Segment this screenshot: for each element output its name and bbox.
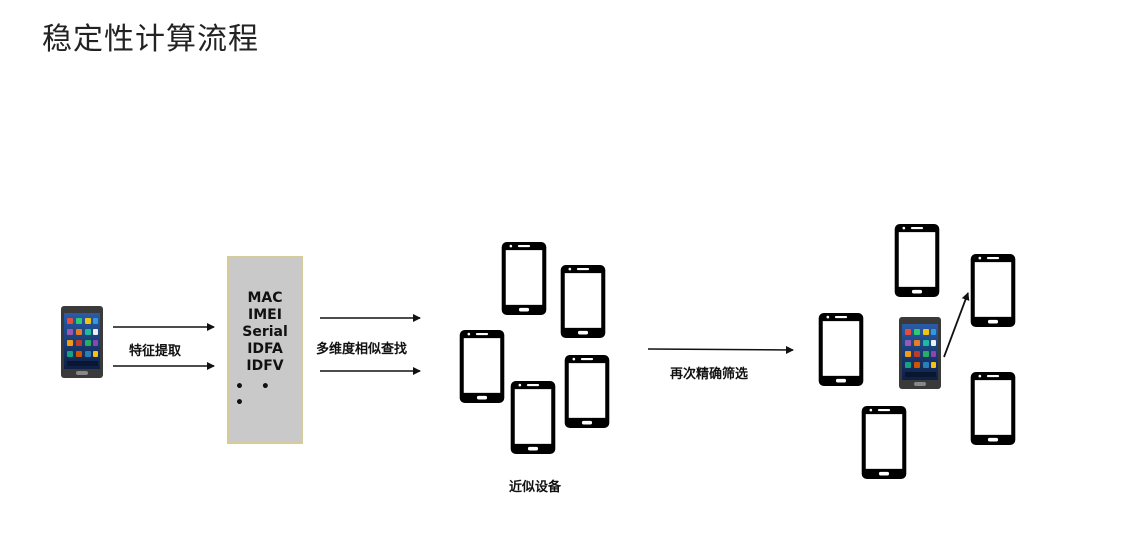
phone-icon: [510, 381, 556, 454]
phone-icon: [459, 330, 505, 403]
feature-extract-label: 特征提取: [129, 344, 182, 359]
source-device-icon: [61, 306, 103, 378]
feature-item: MAC: [247, 289, 283, 306]
page-title: 稳定性计算流程: [42, 22, 259, 57]
phone-icon: [501, 242, 547, 315]
phone-icon: [861, 406, 907, 479]
phone-icon: [894, 224, 940, 297]
phone-icon: [970, 372, 1016, 445]
feature-item: IDFA: [247, 340, 283, 357]
phone-icon: [970, 254, 1016, 327]
matched-device-icon: [899, 317, 941, 389]
phone-icon: [564, 355, 610, 428]
feature-item: IDFV: [246, 357, 284, 374]
feature-box: MAC IMEI Serial IDFA IDFV • • •: [227, 256, 303, 444]
phone-icon: [818, 313, 864, 386]
feature-item: Serial: [242, 323, 288, 340]
feature-ellipsis: • • •: [235, 378, 276, 411]
feature-item: IMEI: [248, 306, 282, 323]
precise-filter-label: 再次精确筛选: [670, 367, 749, 382]
phone-icon: [560, 265, 606, 338]
multi-dim-search-label: 多维度相似查找: [316, 342, 408, 357]
similar-devices-label: 近似设备: [509, 480, 562, 495]
match-arrow: [943, 292, 970, 358]
arrow-to-result: [647, 345, 794, 354]
